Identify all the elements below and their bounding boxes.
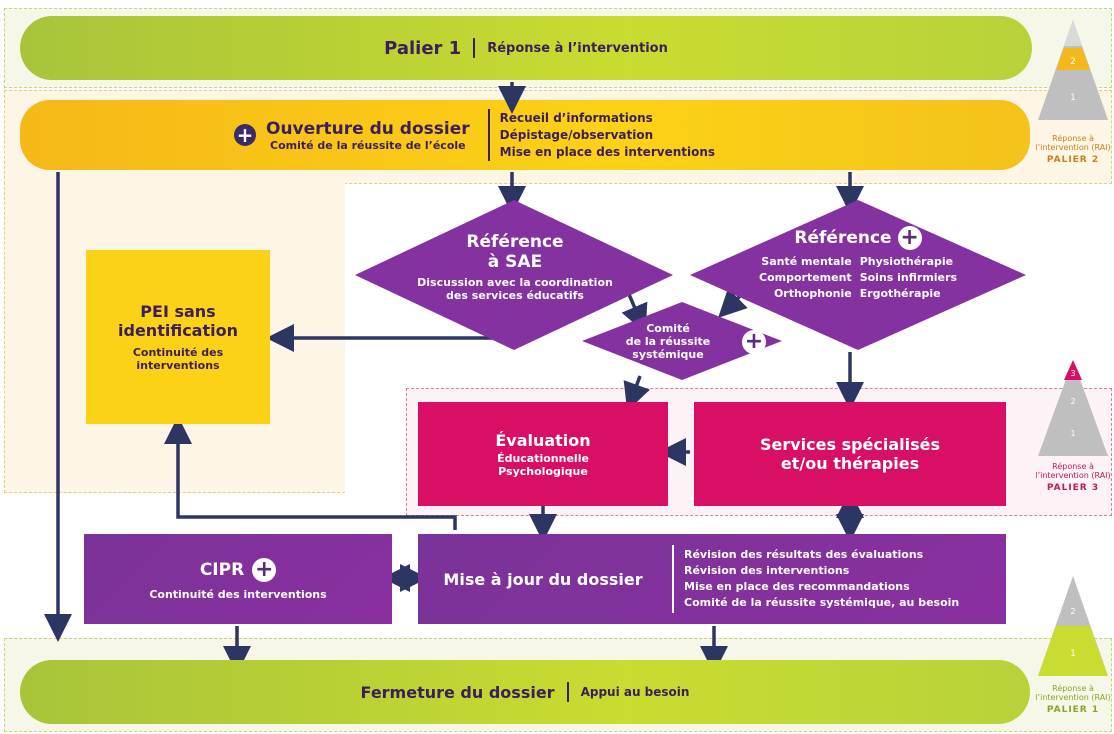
pyramid-number-2: 2 — [1070, 397, 1075, 406]
reference-item: Orthophonie — [773, 287, 852, 300]
ouverture-items: Recueil d’informations Dépistage/observa… — [500, 110, 715, 161]
pyramid-palier2-icon: 2 1 — [1038, 20, 1108, 120]
comite-line: Comité — [646, 321, 690, 335]
rai-label: l’intervention (RAI) — [1035, 143, 1111, 152]
plus-icon: + — [252, 557, 277, 582]
cipr-text: Continuité des interventions — [149, 587, 327, 601]
pyramid-palier1-caption: Réponse à l’intervention (RAI) PALIER 1 — [1030, 684, 1114, 715]
reference-sae-content: Référence à SAE Discussion avec la coord… — [395, 222, 635, 312]
reference-plus-heading: Référence + — [794, 226, 922, 250]
reference-plus-title: Référence — [794, 228, 892, 248]
comite-diamond — [582, 302, 782, 380]
mise-a-jour-item: Révision des interventions — [684, 564, 850, 577]
fermeture-bar: Fermeture du dossier Appui au besoin — [20, 660, 1030, 724]
rai-label: l’intervention (RAI) — [1035, 693, 1111, 702]
reference-sae-diamond — [355, 200, 673, 350]
rai-label: l’intervention (RAI) — [1035, 471, 1111, 480]
palier1-subtitle: Réponse à l’intervention — [487, 40, 668, 56]
reference-item: Santé mentale — [761, 255, 852, 268]
reference-sae-text2: des services éducatifs — [446, 289, 584, 302]
reference-sae-title2: à SAE — [487, 252, 543, 272]
fermeture-title: Fermeture du dossier — [360, 682, 555, 702]
evaluation-line: Psychologique — [498, 464, 588, 478]
divider — [473, 38, 476, 58]
pei-title1: PEI sans — [140, 302, 216, 321]
pyramid-number-1: 1 — [1070, 649, 1076, 659]
services-title1: Services spécialisés — [759, 435, 941, 454]
reference-plus-diamond — [690, 200, 1026, 350]
reference-sae-title1: Référence — [466, 232, 564, 252]
plus-icon: + — [234, 124, 256, 146]
reference-plus-columns: Santé mentale Comportement Orthophonie P… — [759, 254, 957, 302]
mise-a-jour-item: Mise en place des recommandations — [684, 580, 910, 593]
pei-text1: Continuité des — [132, 346, 224, 359]
mise-a-jour-divider — [672, 545, 674, 613]
pyramid-palier3-icon: 3 2 1 — [1038, 360, 1108, 456]
pyramid-palier3-caption: Réponse à l’intervention (RAI) PALIER 3 — [1030, 462, 1114, 493]
plus-icon: + — [742, 330, 766, 354]
arrow-comite-to-eval — [623, 375, 650, 412]
palier1-title: Palier 1 — [384, 37, 462, 59]
pei-box: PEI sans identification Continuité des i… — [86, 250, 270, 424]
ouverture-heading: Ouverture du dossier Comité de la réussi… — [266, 119, 470, 152]
ouverture-title: Ouverture du dossier — [266, 118, 470, 139]
ouverture-item: Recueil d’informations — [499, 110, 653, 125]
services-box: Services spécialisés et/ou thérapies — [694, 402, 1006, 506]
rai-label: Réponse à — [1052, 134, 1094, 143]
rai-label: Réponse à — [1052, 684, 1094, 693]
ouverture-subtitle: Comité de la réussite de l’école — [270, 138, 466, 152]
rai-label: Réponse à — [1052, 462, 1094, 471]
palier2-label: PALIER 2 — [1046, 155, 1100, 165]
pyramid-number-1: 1 — [1070, 93, 1076, 103]
palier1-label: PALIER 1 — [1046, 705, 1100, 715]
reference-plus-col1: Santé mentale Comportement Orthophonie — [759, 254, 860, 302]
reference-item: Ergothérapie — [859, 287, 941, 300]
pyramid-palier2-caption: Réponse à l’intervention (RAI) PALIER 2 — [1030, 134, 1114, 165]
arrow-maj-to-pei — [164, 416, 457, 530]
reference-plus-content: Référence + Santé mentale Comportement O… — [730, 218, 986, 310]
mise-a-jour-box: Mise à jour du dossier Révision des résu… — [418, 534, 1006, 624]
ouverture-item: Dépistage/observation — [499, 127, 654, 142]
comite-line: de la réussite — [625, 334, 711, 348]
cipr-heading: CIPR + — [199, 557, 277, 582]
fermeture-subtitle: Appui au besoin — [580, 685, 690, 699]
reference-item: Soins infirmiers — [859, 271, 957, 284]
plus-icon: + — [897, 226, 922, 250]
pyramid-number-2: 2 — [1070, 607, 1075, 616]
pyramid-number-1: 1 — [1070, 429, 1075, 438]
palier1-top-bar: Palier 1 Réponse à l’intervention — [20, 16, 1032, 80]
evaluation-line: Éducationnelle — [497, 451, 589, 465]
mise-a-jour-items: Révision des résultats des évaluations R… — [684, 547, 959, 611]
cipr-title: CIPR — [199, 559, 245, 580]
mise-a-jour-item: Révision des résultats des évaluations — [684, 548, 924, 561]
divider — [566, 682, 569, 702]
pyramid-number-3: 3 — [1070, 369, 1075, 378]
pyramid-number-2: 2 — [1070, 57, 1076, 67]
services-title2: et/ou thérapies — [780, 454, 920, 473]
cipr-box: CIPR + Continuité des interventions — [84, 534, 392, 624]
arrow-sae-to-comite — [621, 291, 648, 333]
comite-line: systémique — [632, 347, 704, 361]
ouverture-item: Mise en place des interventions — [499, 144, 716, 159]
reference-item: Comportement — [759, 271, 852, 284]
evaluation-box: Évaluation Éducationnelle Psychologique — [418, 402, 668, 506]
reference-sae-text1: Discussion avec la coordination — [417, 276, 613, 289]
palier3-label: PALIER 3 — [1046, 483, 1100, 493]
evaluation-title: Évaluation — [495, 430, 591, 450]
reference-plus-col2: Physiothérapie Soins infirmiers Ergothér… — [860, 254, 957, 302]
mise-a-jour-item: Comité de la réussite systémique, au bes… — [684, 596, 960, 609]
comite-content: Comité de la réussite systémique — [612, 312, 724, 370]
mise-a-jour-title: Mise à jour du dossier — [443, 569, 643, 589]
reference-item: Physiothérapie — [859, 255, 954, 268]
pei-text2: interventions — [136, 359, 220, 372]
pyramid-palier1-icon: 2 1 — [1038, 576, 1108, 676]
ouverture-divider — [487, 109, 490, 161]
pei-title2: identification — [118, 321, 238, 340]
